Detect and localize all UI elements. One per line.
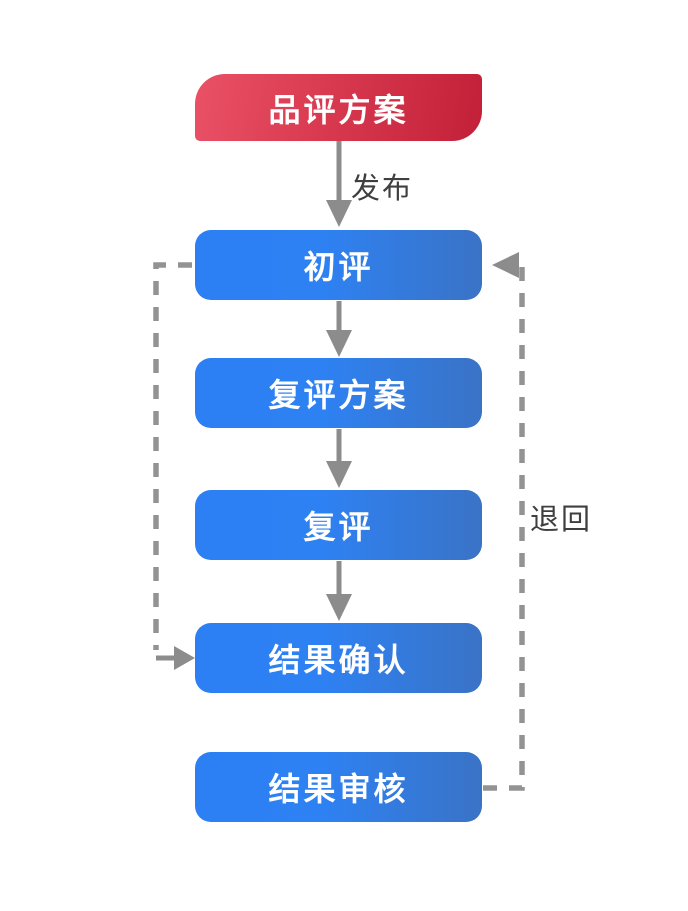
node-initial-evaluation-label: 初评: [303, 249, 374, 285]
connector-publish-arrow: [326, 141, 352, 227]
node-re-evaluation: 复评: [195, 490, 482, 560]
node-re-evaluation-plan: 复评方案: [195, 358, 482, 428]
connector-skip-dashed: [153, 262, 195, 670]
edge-label-return: 退回: [530, 504, 593, 536]
connector-replan-to-reeval-arrow: [326, 429, 352, 488]
node-result-review: 结果审核: [195, 752, 482, 822]
node-initial-evaluation: 初评: [195, 230, 482, 300]
connector-return-dashed: [483, 252, 525, 791]
node-evaluation-plan-label: 品评方案: [268, 91, 409, 128]
connector-reeval-to-confirm-arrow: [326, 561, 352, 621]
connector-initial-to-replan-arrow: [326, 301, 352, 357]
node-result-confirmation: 结果确认: [195, 623, 482, 693]
node-re-evaluation-plan-label: 复评方案: [268, 377, 409, 413]
edge-label-publish: 发布: [351, 173, 414, 205]
node-result-confirmation-label: 结果确认: [268, 642, 409, 678]
node-result-review-label: 结果审核: [268, 771, 409, 807]
node-evaluation-plan: 品评方案: [195, 74, 482, 141]
node-re-evaluation-label: 复评: [303, 509, 374, 545]
